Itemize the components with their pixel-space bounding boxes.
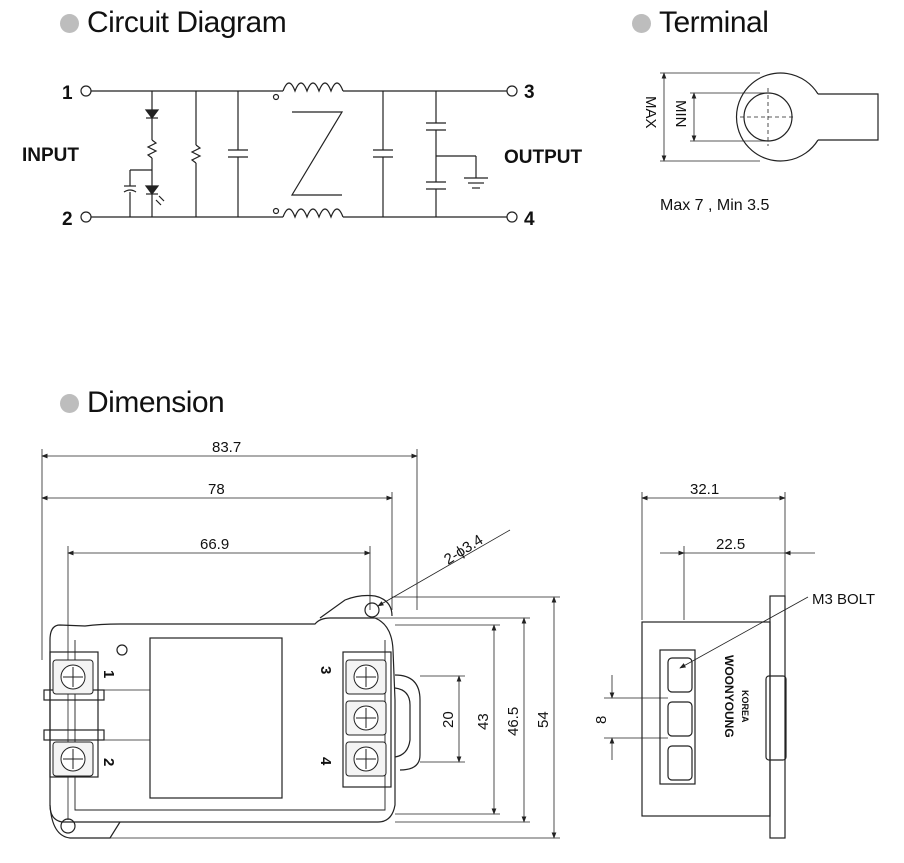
side-view [604, 492, 815, 839]
terminal-note: Max 7 , Min 3.5 [660, 197, 769, 214]
choke-coil-bottom [282, 208, 344, 219]
terminal-2-node [80, 211, 92, 223]
input-label: INPUT [22, 145, 79, 166]
output-label: OUTPUT [504, 147, 583, 168]
screw-terminal-2 [52, 741, 94, 777]
bullet-icon [60, 393, 79, 413]
mount-flange [769, 595, 786, 839]
brand-label: WOONYOUNG [722, 655, 736, 738]
body-terminal-1: 1 [100, 670, 117, 678]
bullet-icon [632, 13, 651, 33]
dim-20: 20 [440, 711, 457, 728]
terminal-max-label: MAX [642, 96, 659, 129]
terminal-title: Terminal [659, 6, 769, 39]
bullet-icon [60, 13, 79, 33]
mount-hole-bottom [60, 818, 76, 834]
country-label: KOREA [740, 690, 750, 723]
dim-54: 54 [535, 711, 552, 728]
pin-2-label: 2 [62, 209, 73, 230]
pin-1-label: 1 [62, 83, 73, 104]
left-terminal-block [49, 651, 99, 778]
screw-terminals [52, 659, 387, 777]
dim-32-1: 32.1 [690, 481, 719, 498]
dim-hole: 2-ϕ3.4 [441, 531, 486, 568]
circuit-diagram-header: Circuit Diagram [60, 6, 287, 40]
dim-66-9: 66.9 [200, 536, 229, 553]
pin-4-label: 4 [524, 209, 535, 230]
choke-coil-top [282, 82, 344, 93]
ring-terminal-drawing [660, 72, 879, 162]
dim-43: 43 [475, 713, 492, 730]
pin-3-label: 3 [524, 82, 535, 103]
body-terminal-2: 2 [100, 758, 117, 766]
screw-terminal-1 [52, 659, 94, 695]
dimension-title: Dimension [87, 386, 225, 419]
mount-hole-top [364, 602, 380, 618]
screw-terminal-3 [345, 659, 387, 695]
label-plate [149, 637, 283, 799]
bolt-label: M3 BOLT [812, 591, 875, 608]
screw-terminal-4 [345, 741, 387, 777]
screw-terminal-mid [345, 700, 387, 736]
choke-core [290, 111, 344, 196]
dim-78: 78 [208, 481, 225, 498]
terminal-3-node [506, 85, 518, 97]
terminal-header: Terminal [632, 6, 769, 40]
dim-83-7: 83.7 [212, 439, 241, 456]
dim-8: 8 [593, 716, 610, 724]
dimension-header: Dimension [60, 386, 225, 420]
dim-46-5: 46.5 [505, 707, 522, 736]
circuit-diagram-title: Circuit Diagram [87, 6, 287, 39]
circuit-diagram [80, 82, 518, 223]
terminal-min-label: MIN [672, 100, 689, 128]
dim-22-5: 22.5 [716, 536, 745, 553]
body-terminal-3: 3 [317, 666, 334, 674]
right-terminal-block [342, 651, 392, 788]
terminal-4-node [506, 211, 518, 223]
terminal-1-node [80, 85, 92, 97]
front-view [41, 449, 560, 839]
body-terminal-4: 4 [317, 757, 334, 766]
